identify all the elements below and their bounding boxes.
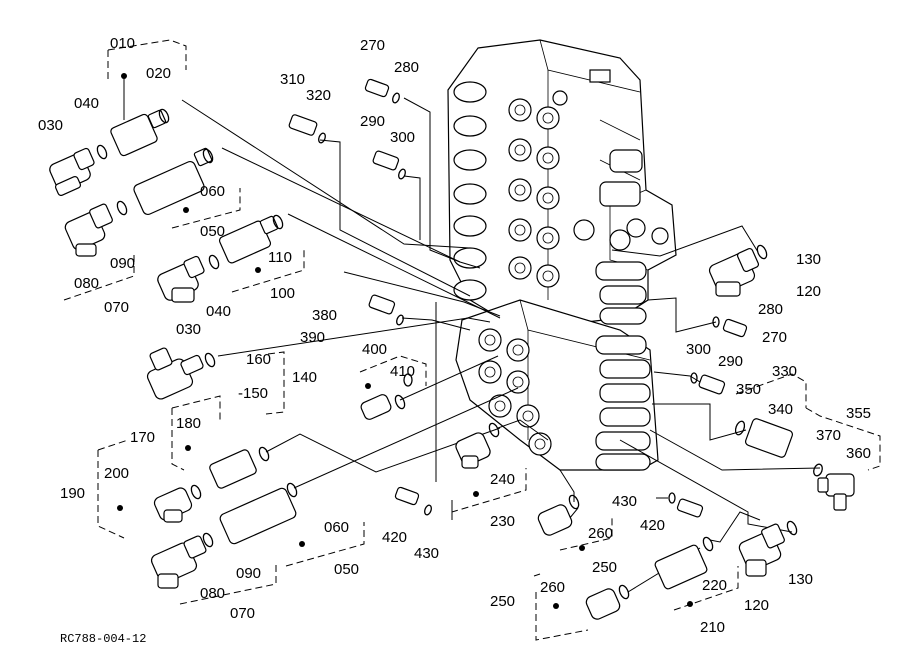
plug-290-upper xyxy=(372,150,406,180)
label-120: 120 xyxy=(796,283,821,300)
label-060-lower: 060 xyxy=(324,519,349,536)
plug-310 xyxy=(288,114,326,144)
drawing-code: RC788-004-12 xyxy=(60,632,147,646)
label-270: 270 xyxy=(360,37,385,54)
label-100: 100 xyxy=(270,285,295,302)
label-290: 290 xyxy=(360,113,385,130)
adapter-220 xyxy=(654,536,714,607)
label-400: 400 xyxy=(362,341,387,358)
label-410: 410 xyxy=(390,363,415,380)
label-200: 200 xyxy=(104,465,129,482)
adapter-180 xyxy=(185,445,270,489)
label-310: 310 xyxy=(280,71,305,88)
label-300-right: 300 xyxy=(686,341,711,358)
label-020: 020 xyxy=(146,65,171,82)
label-300: 300 xyxy=(390,129,415,146)
o-ring-040-upper xyxy=(96,144,108,160)
adapter-050-upper xyxy=(133,147,213,216)
control-valve-body xyxy=(447,39,677,471)
elbow-fitting-250-upper xyxy=(537,494,585,551)
label-030-lower: 030 xyxy=(176,321,201,338)
elbow-fitting-120-lower xyxy=(738,520,798,577)
label-370: 370 xyxy=(816,427,841,444)
plug-290-right xyxy=(690,372,726,395)
label-090-lower: 090 xyxy=(236,565,261,582)
label-260-lower: 260 xyxy=(540,579,565,596)
label-260: 260 xyxy=(588,525,613,542)
label-010: 010 xyxy=(110,35,135,52)
label-350: 350 xyxy=(736,381,761,398)
plug-380 xyxy=(368,294,404,326)
label-280-right: 280 xyxy=(758,301,783,318)
part-labels: 010 020 030 040 060 050 090 080 070 110 … xyxy=(38,35,871,636)
label-250-lower: 250 xyxy=(490,593,515,610)
label-290-right: 290 xyxy=(718,353,743,370)
tee-fitting-360 xyxy=(813,463,855,511)
label-160: 160 xyxy=(246,351,271,368)
elbow-fitting-030-lower xyxy=(157,255,205,303)
label-130-lower: 130 xyxy=(788,571,813,588)
plug-420-lower xyxy=(394,486,432,516)
label-355: 355 xyxy=(846,405,871,422)
spool-bank-upper xyxy=(453,69,669,325)
elbow-fitting-150 xyxy=(146,347,216,400)
elbow-fitting-200 xyxy=(117,484,202,523)
label-150: -150 xyxy=(238,385,268,402)
label-090: 090 xyxy=(110,255,135,272)
label-140: 140 xyxy=(292,369,317,386)
adapter-050-lower xyxy=(202,482,305,548)
label-360: 360 xyxy=(846,445,871,462)
label-380: 380 xyxy=(312,307,337,324)
label-390: 390 xyxy=(300,329,325,346)
label-250: 250 xyxy=(592,559,617,576)
plug-270-upper xyxy=(364,78,400,104)
label-230: 230 xyxy=(490,513,515,530)
label-340: 340 xyxy=(768,401,793,418)
label-430: 430 xyxy=(414,545,439,562)
label-430-right: 430 xyxy=(612,493,637,510)
label-220: 220 xyxy=(702,577,727,594)
label-040: 040 xyxy=(74,95,99,112)
label-050: 050 xyxy=(200,223,225,240)
plug-420-right xyxy=(668,492,704,518)
spool-bank-lower xyxy=(478,328,651,471)
label-270-right: 270 xyxy=(762,329,787,346)
label-070: 070 xyxy=(104,299,129,316)
adapter-020 xyxy=(110,73,167,157)
label-180: 180 xyxy=(176,415,201,432)
label-110: 110 xyxy=(268,249,292,266)
elbow-fitting-260-lower xyxy=(553,584,630,620)
label-420: 420 xyxy=(382,529,407,546)
elbow-fitting-120-upper xyxy=(708,244,768,297)
label-330: 330 xyxy=(772,363,797,380)
elbow-fitting-080-upper xyxy=(64,203,113,257)
label-240: 240 xyxy=(490,471,515,488)
label-130: 130 xyxy=(796,251,821,268)
plug-270-right xyxy=(712,316,748,338)
parts xyxy=(49,73,855,620)
group-brackets xyxy=(63,39,881,641)
label-120-lower: 120 xyxy=(744,597,769,614)
label-030: 030 xyxy=(38,117,63,134)
label-050-lower: 050 xyxy=(334,561,359,578)
adapter-340 xyxy=(734,418,793,458)
label-420-right: 420 xyxy=(640,517,665,534)
elbow-fitting-400 xyxy=(360,383,406,420)
label-070-lower: 070 xyxy=(230,605,255,622)
label-190: 190 xyxy=(60,485,85,502)
label-060: 060 xyxy=(200,183,225,200)
elbow-fitting-080-lower xyxy=(150,535,207,589)
label-280: 280 xyxy=(394,59,419,76)
elbow-fitting-240 xyxy=(455,422,500,497)
label-080-lower: 080 xyxy=(200,585,225,602)
elbow-fitting-030-upper xyxy=(49,147,95,197)
label-040-lower: 040 xyxy=(206,303,231,320)
label-320: 320 xyxy=(306,87,331,104)
label-080: 080 xyxy=(74,275,99,292)
label-210: 210 xyxy=(700,619,725,636)
label-170: 170 xyxy=(130,429,155,446)
